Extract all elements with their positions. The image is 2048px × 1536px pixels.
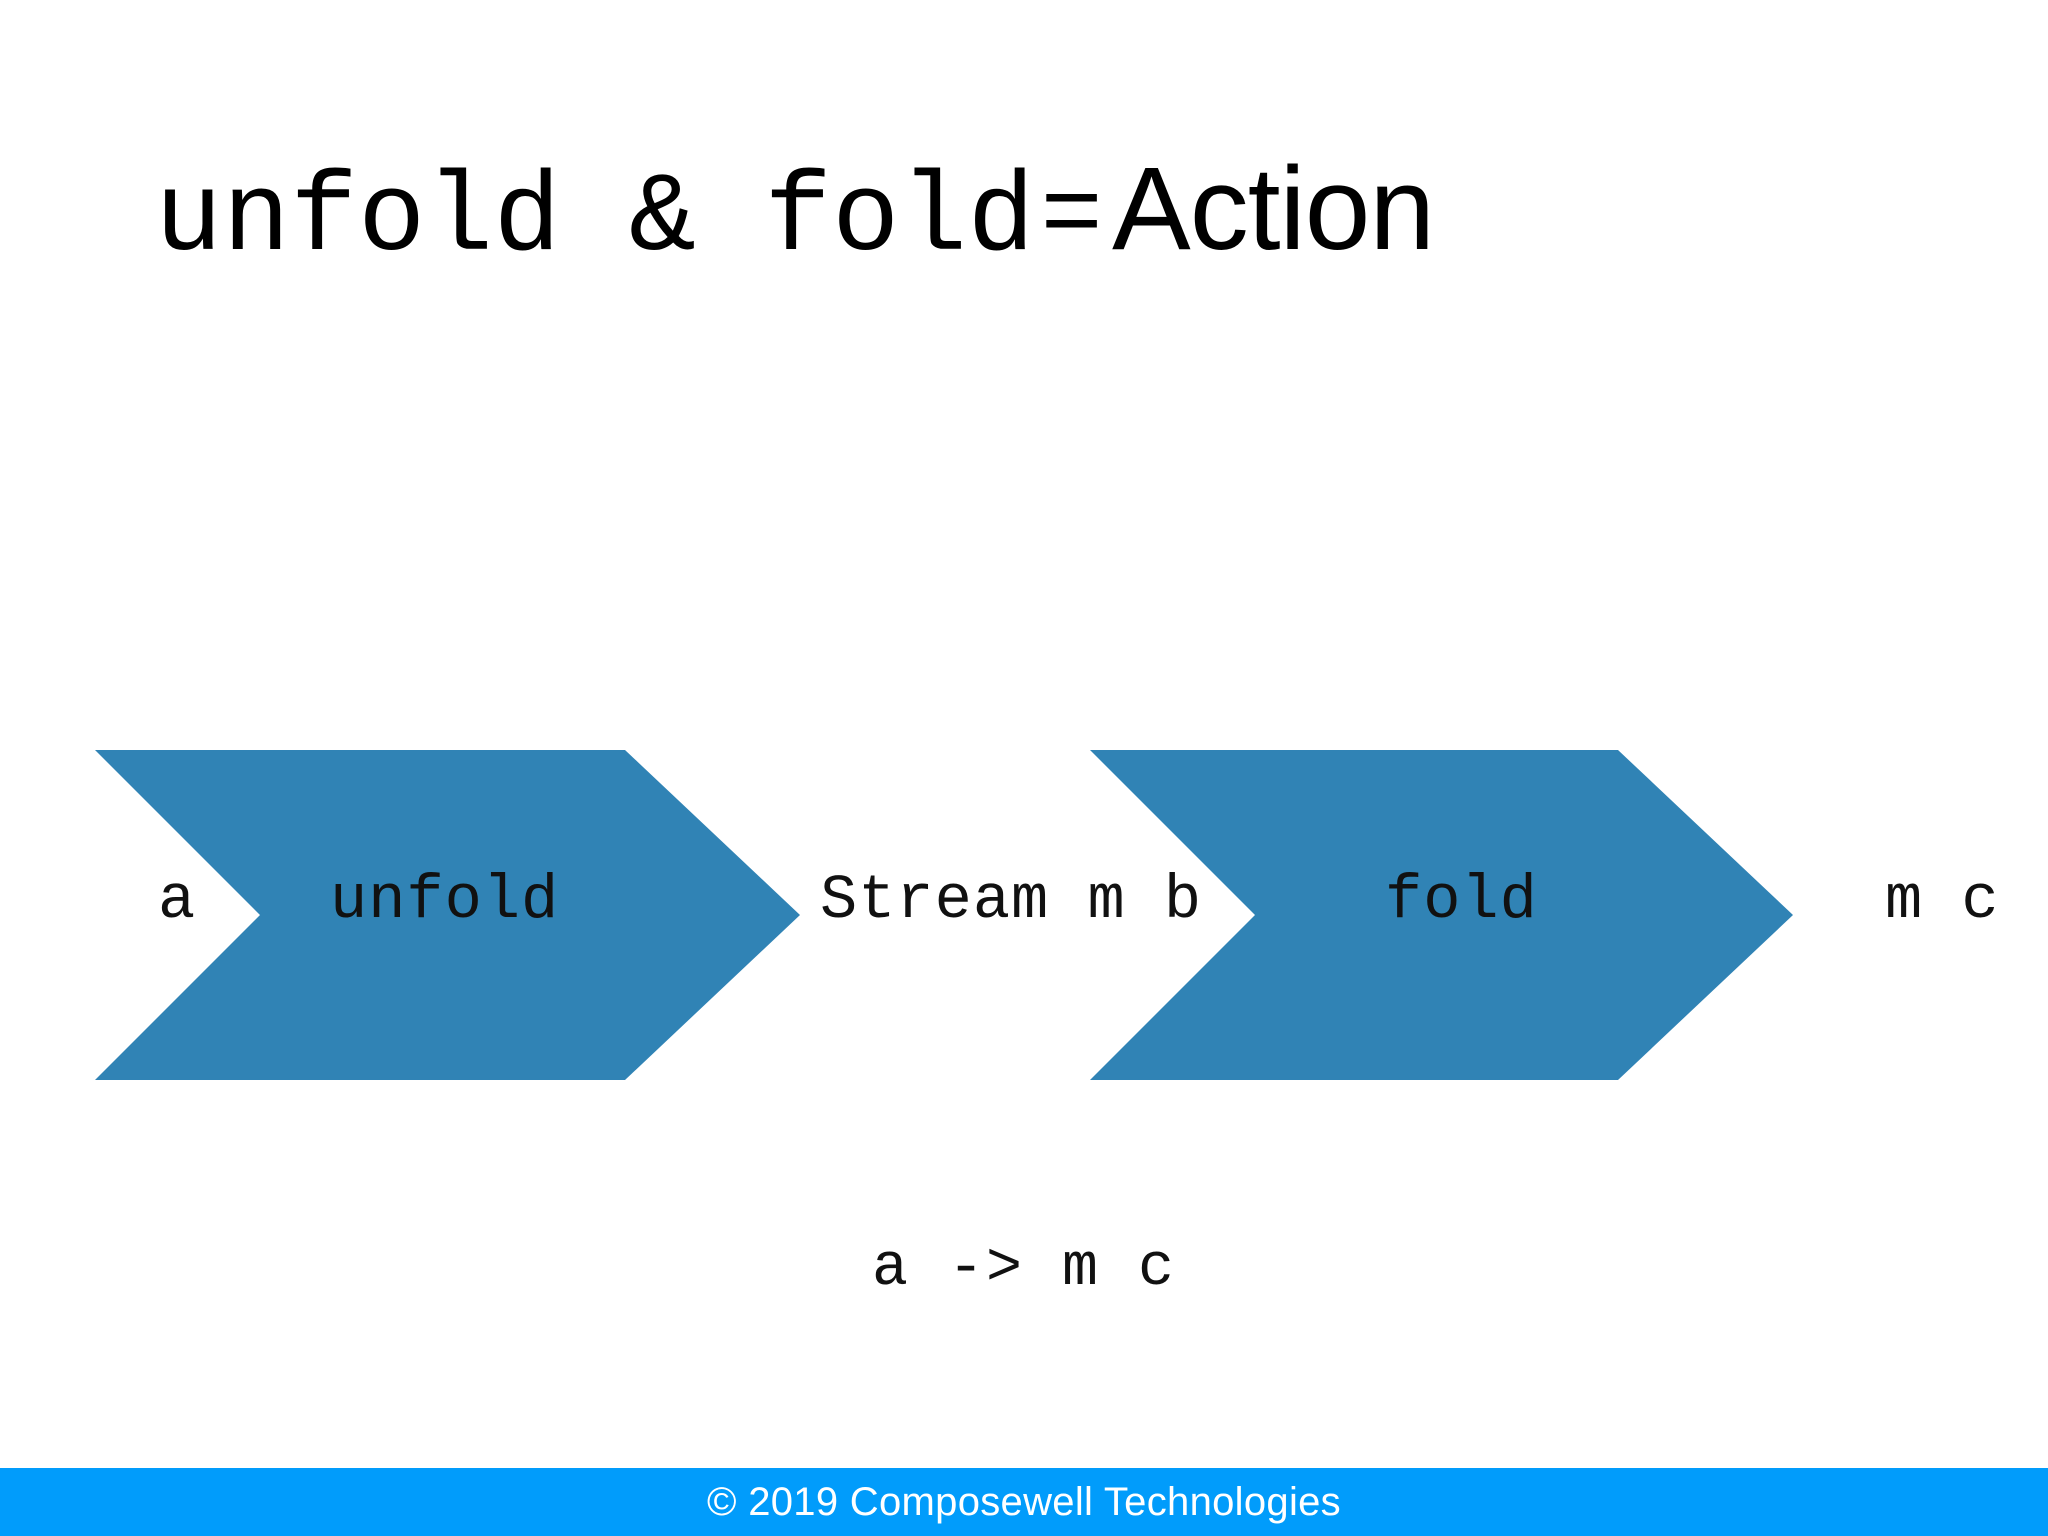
slide-footer: © 2019 Composewell Technologies bbox=[0, 1468, 2048, 1536]
intermediate-type-label: Stream m b bbox=[820, 864, 1203, 936]
title-mono-part: unfold & fold bbox=[155, 156, 1036, 283]
slide-title: unfold & fold = Action bbox=[155, 143, 1435, 283]
title-equals-sign: = bbox=[1041, 152, 1102, 268]
input-type-label: a bbox=[158, 864, 197, 936]
type-signature-text: a -> m c bbox=[871, 1235, 1177, 1303]
copyright-text: © 2019 Composewell Technologies bbox=[707, 1479, 1341, 1524]
title-sans-part: Action bbox=[1111, 143, 1435, 275]
fold-stage-label: fold bbox=[1385, 864, 1538, 936]
output-type-label: m c bbox=[1885, 864, 2000, 936]
unfold-stage-label: unfold bbox=[330, 864, 560, 936]
